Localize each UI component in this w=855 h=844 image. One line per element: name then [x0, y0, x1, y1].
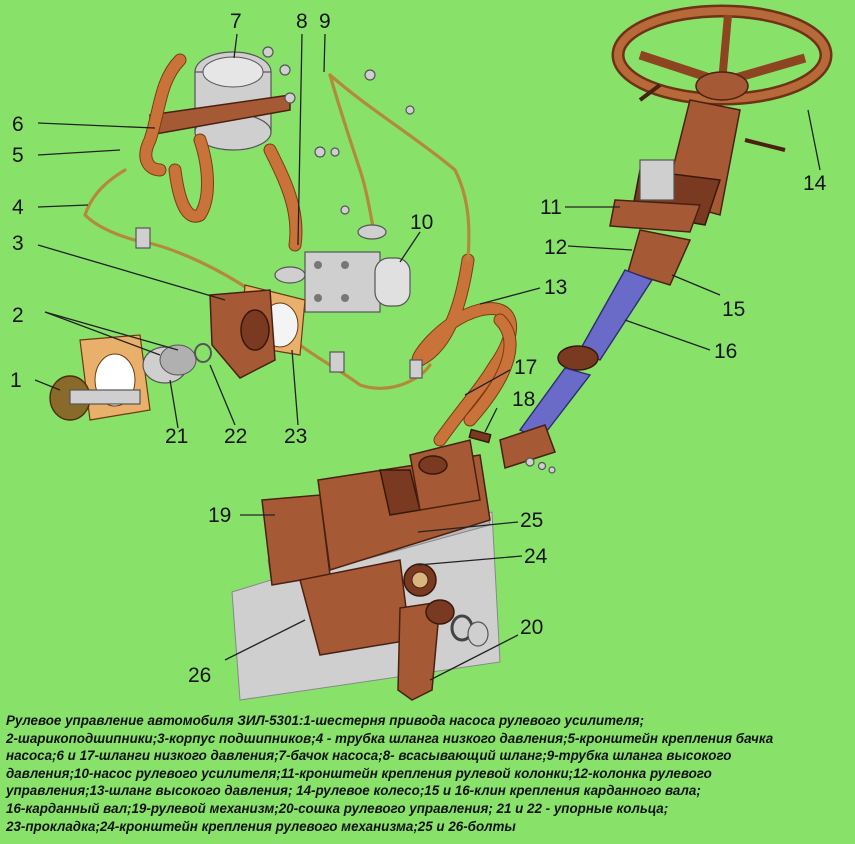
caption-line: 16-карданный вал;19-рулевой механизм;20-… [6, 800, 669, 816]
high-pressure-hoses [411, 253, 517, 447]
callout-23: 23 [284, 425, 307, 448]
drive-gear-assembly [49, 334, 212, 421]
callout-17: 17 [514, 356, 537, 379]
callout-15: 15 [722, 298, 745, 321]
caption-line: 2-шарикоподшипники;3-корпус подшипников;… [6, 730, 774, 746]
metal-tubes [83, 73, 471, 390]
fasteners [135, 46, 423, 379]
callout-14: 14 [803, 172, 827, 195]
callout-16: 16 [714, 340, 737, 363]
callout-3: 3 [12, 232, 24, 255]
callout-21: 21 [165, 425, 188, 448]
callout-12: 12 [544, 236, 567, 259]
cardan-shaft [499, 229, 692, 474]
callout-19: 19 [208, 504, 231, 527]
callout-10: 10 [410, 211, 433, 234]
pump-tank [149, 51, 291, 151]
bearing-housing [209, 284, 306, 379]
callout-5: 5 [12, 144, 24, 167]
callout-22: 22 [224, 425, 247, 448]
steering-gear [261, 439, 491, 656]
callout-9: 9 [319, 10, 331, 33]
figure-caption: Рулевое управление автомобиля ЗИЛ-5301:1… [6, 712, 851, 835]
leader-lines [34, 33, 821, 681]
caption-line: управления;13-шланг высокого давления; 1… [6, 783, 701, 799]
pitman-arm [397, 599, 489, 701]
steering-pump [304, 251, 411, 313]
steering-wheel [611, 4, 833, 106]
bolt-18 [468, 428, 492, 444]
callout-25: 25 [520, 509, 543, 532]
exploded-diagram: 1 2 3 4 5 6 7 8 9 10 11 12 13 14 15 16 1… [10, 4, 833, 701]
callout-20: 20 [520, 616, 543, 639]
callout-6: 6 [12, 113, 24, 136]
low-pressure-hoses [139, 53, 303, 252]
caption-line: давления;10-насос рулевого усилителя;11-… [6, 765, 712, 781]
callout-26: 26 [188, 664, 211, 687]
callout-2: 2 [12, 304, 24, 327]
callout-7: 7 [230, 10, 242, 33]
callout-18: 18 [512, 388, 535, 411]
callout-numbers: 1 2 3 4 5 6 7 8 9 10 11 12 13 14 15 16 1… [10, 10, 827, 687]
callout-24: 24 [524, 545, 548, 568]
callout-1: 1 [10, 369, 22, 392]
callout-4: 4 [12, 196, 24, 219]
caption-line: Рулевое управление автомобиля ЗИЛ-5301:1… [6, 713, 645, 728]
caption-line: 23-прокладка;24-кронштейн крепления руле… [6, 818, 516, 834]
callout-11: 11 [540, 196, 562, 219]
callout-13: 13 [544, 276, 567, 299]
caption-line: насоса;6 и 17-шланги низкого давления;7-… [6, 748, 732, 764]
callout-8: 8 [296, 10, 308, 33]
steering-column-housing [609, 83, 786, 233]
